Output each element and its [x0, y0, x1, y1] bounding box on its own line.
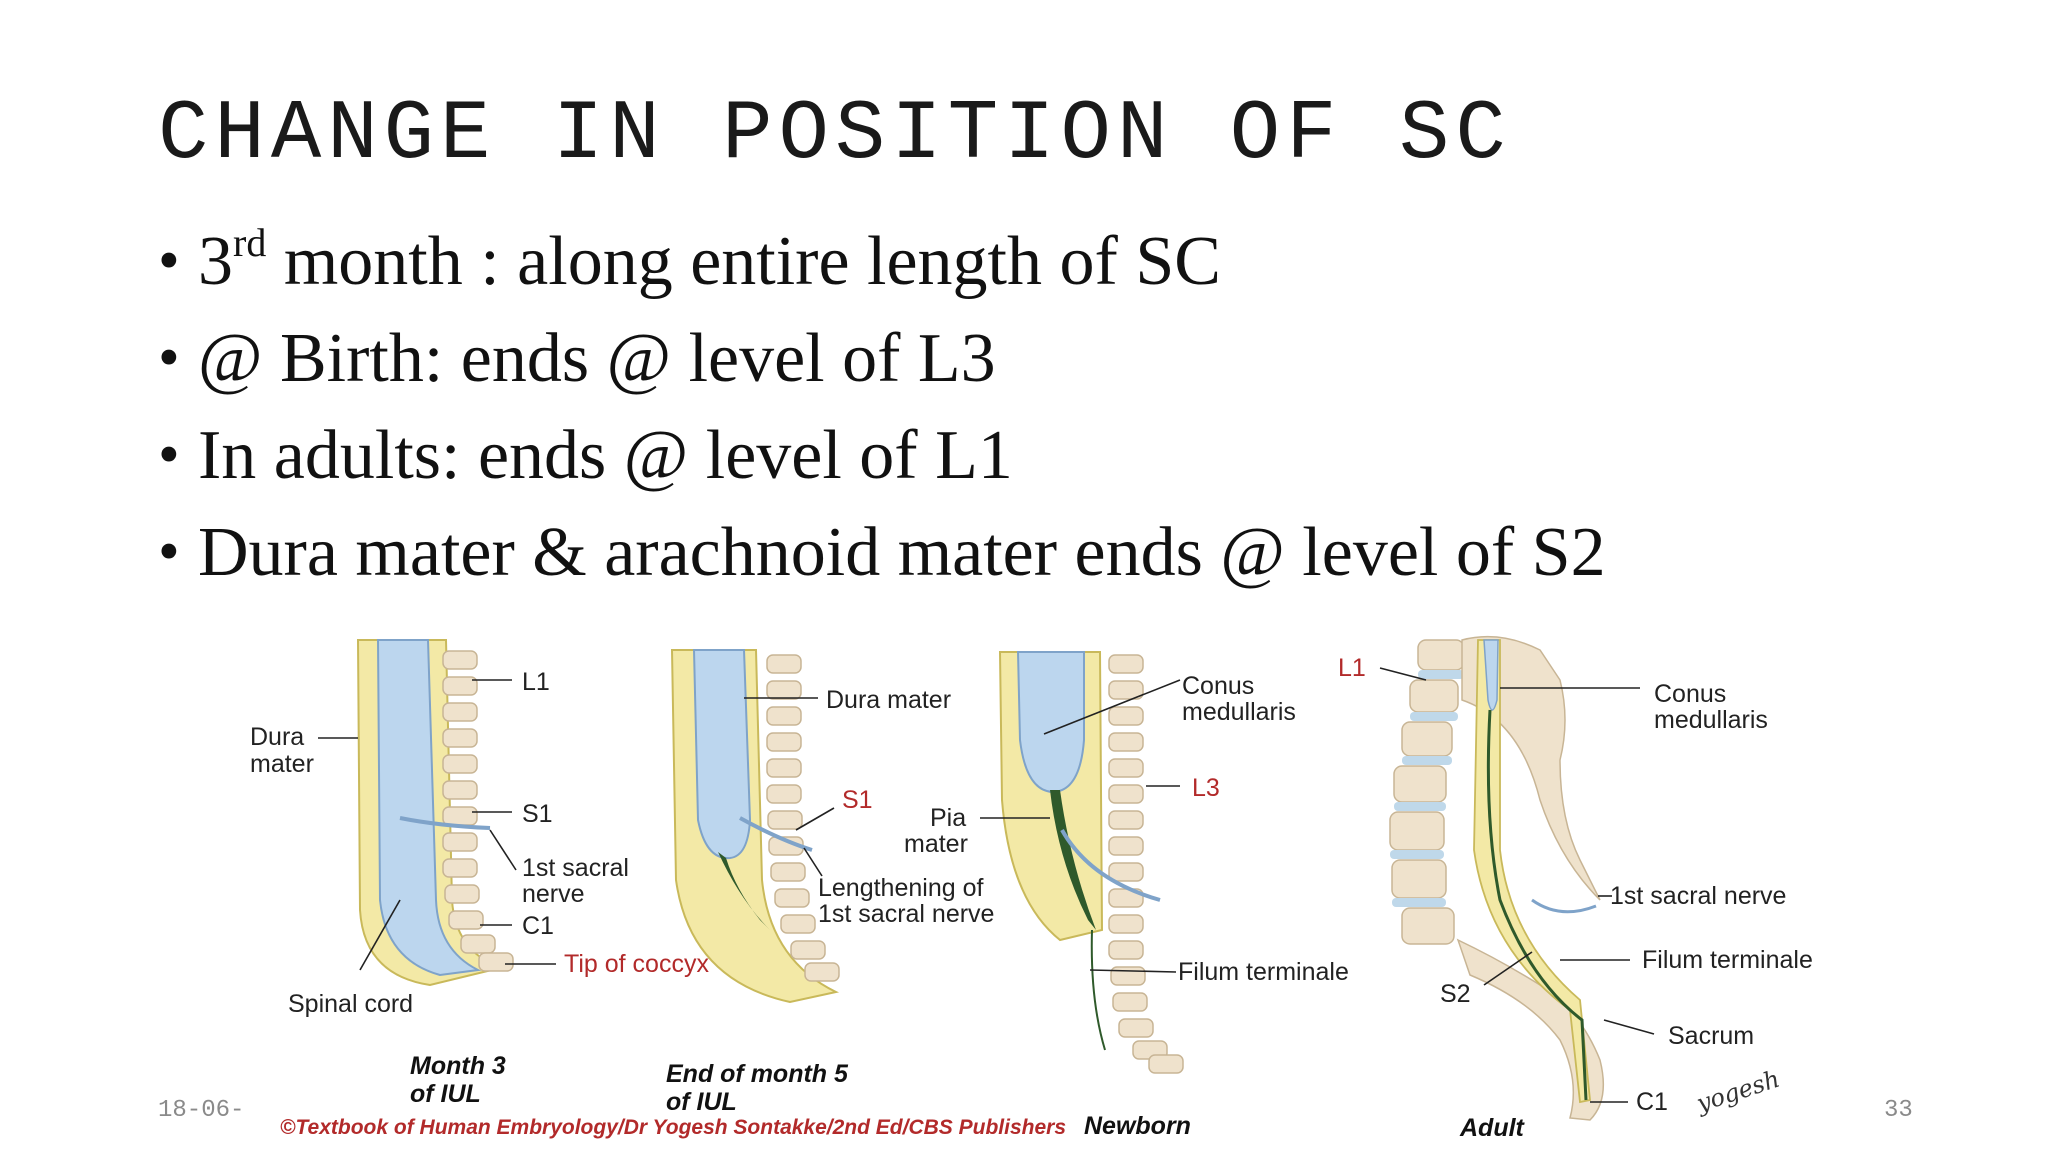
bullet-text: @ Birth: ends @ level of L3 [198, 320, 996, 397]
label-s1: S1 [522, 800, 553, 828]
label-lengthening-of: Lengthening of [818, 874, 983, 902]
label-l3: L3 [1192, 774, 1220, 802]
label-l1: L1 [522, 668, 550, 696]
label-filum-terminale: Filum terminale [1178, 958, 1349, 986]
panel-month-5: Dura mater S1 Lengthening of 1st sacral … [666, 649, 994, 1116]
bullet-text: month : along entire length of SC [266, 223, 1221, 300]
footer-date: 18-06- [158, 1097, 245, 1124]
vertebral-column [442, 650, 514, 972]
page-number: 33 [1884, 1097, 1913, 1124]
label-filum-terminale: Filum terminale [1642, 946, 1813, 974]
caption-adult: Adult [1459, 1114, 1526, 1142]
figure-credit: ©Textbook of Human Embryology/Dr Yogesh … [280, 1116, 1066, 1139]
bullet-dot-icon: • [158, 518, 180, 586]
caption-newborn: Newborn [1084, 1112, 1191, 1140]
bullet-text: Dura mater & arachnoid mater ends @ leve… [198, 514, 1606, 591]
label-conus: Conus [1182, 672, 1254, 700]
label-conus: Conus [1654, 680, 1726, 708]
label-medullaris: medullaris [1182, 698, 1296, 726]
caption-month-3: Month 3 [410, 1052, 506, 1080]
panel-adult: L1 Conus medullaris 1st sacral nerve Fil… [1338, 635, 1813, 1142]
slide-title: CHANGE IN POSITION OF SC [158, 88, 1512, 183]
label-pia-mater: mater [904, 830, 968, 858]
label-dura: Dura [250, 723, 304, 751]
vertebral-column [1108, 654, 1184, 1074]
bullet-text: 3 [198, 223, 233, 300]
label-tip-of-coccyx: Tip of coccyx [564, 950, 709, 978]
label-s2: S2 [1440, 980, 1471, 1008]
label-c1: C1 [1636, 1088, 1668, 1116]
bullet-item: • Dura mater & arachnoid mater ends @ lev… [158, 506, 1606, 603]
label-spinal-cord: Spinal cord [288, 990, 413, 1018]
bullet-item: • In adults: ends @ level of L1 [158, 409, 1606, 506]
signature: yogesh [1692, 1065, 1783, 1118]
label-sacrum: Sacrum [1668, 1022, 1754, 1050]
label-pia: Pia [930, 804, 966, 832]
bullet-dot-icon: • [158, 324, 180, 392]
label-c1: C1 [522, 912, 554, 940]
panel-month-3: L1 Dura mater S1 1st sacral nerve C1 Tip… [250, 639, 709, 1108]
bullet-item: • 3rd month : along entire length of SC [158, 215, 1606, 312]
caption-of-iul: of IUL [666, 1088, 737, 1116]
bullet-list: • 3rd month : along entire length of SC •… [158, 215, 1606, 603]
vertebral-bodies [1389, 639, 1465, 945]
label-1st-sacral-nerve: 1st sacral nerve [818, 900, 994, 928]
label-dura-mater: mater [250, 750, 314, 778]
spinal-cord-diagram: L1 Dura mater S1 1st sacral nerve C1 Tip… [250, 635, 1813, 1142]
caption-end-of-month-5: End of month 5 [666, 1060, 849, 1088]
label-nerve: nerve [522, 880, 585, 908]
label-s1: S1 [842, 786, 873, 814]
caption-of-iul: of IUL [410, 1080, 481, 1108]
bullet-item: • @ Birth: ends @ level of L3 [158, 312, 1606, 409]
label-medullaris: medullaris [1654, 706, 1768, 734]
discs [1390, 670, 1464, 907]
panel-newborn: Conus medullaris L3 Pia mater Filum term… [904, 651, 1349, 1140]
bullet-text: In adults: ends @ level of L1 [198, 417, 1013, 494]
bullet-superscript: rd [233, 220, 267, 265]
bullet-dot-icon: • [158, 421, 180, 489]
label-1st-sacral: 1st sacral [522, 854, 629, 882]
label-1st-sacral-nerve: 1st sacral nerve [1610, 882, 1786, 910]
label-l1: L1 [1338, 654, 1366, 682]
label-dura-mater: Dura mater [826, 686, 951, 714]
bullet-dot-icon: • [158, 227, 180, 295]
